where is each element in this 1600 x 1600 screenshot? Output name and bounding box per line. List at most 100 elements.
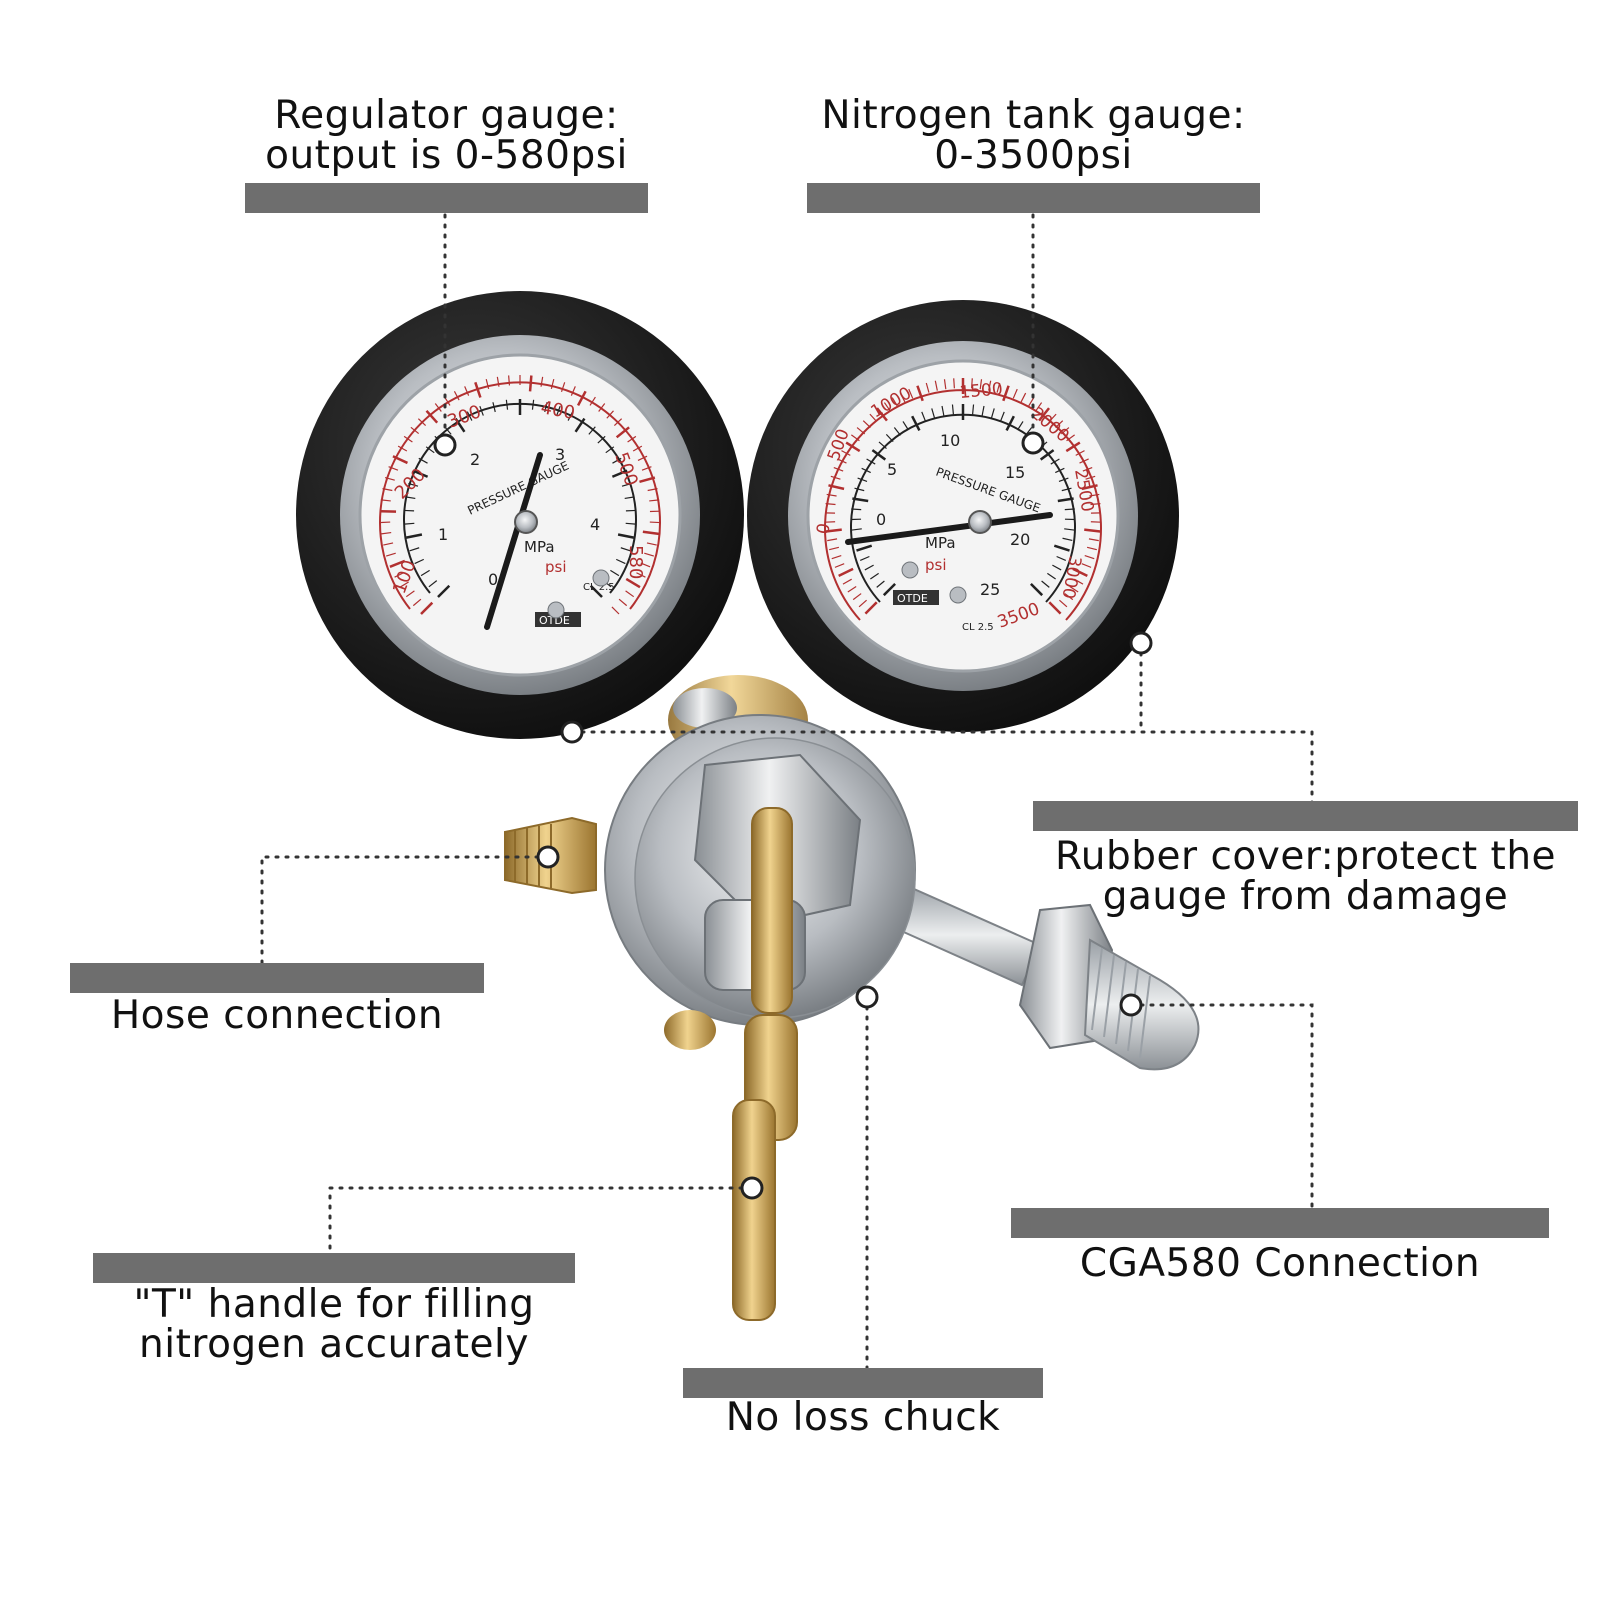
dial-tick [636,572,646,578]
callout-dot [536,845,560,869]
dial-tick [624,496,635,500]
callout-line: gauge from damage [1102,874,1509,919]
callout-line: Regulator gauge: [274,93,619,138]
dial-tick [598,403,606,412]
dial-tick [838,567,854,578]
dial-tick [878,441,887,449]
dial-tick [637,455,648,461]
dial-tick [1035,402,1043,412]
dial-tick [399,581,409,588]
dial-tick [934,380,938,391]
dial-tick [826,493,837,497]
dial-tick [649,521,660,524]
callout-bar-tank-gauge [807,183,1260,213]
dial-tick [1075,450,1085,456]
dial-tick [861,467,871,474]
mpa-tick-label: 1 [438,525,448,544]
mpa-tick-label: 25 [980,580,1000,599]
dial-tick [639,476,656,484]
dial-tick [885,433,894,443]
dial-tick [625,577,641,589]
dial-tick [1064,593,1074,601]
dial-tick [833,466,844,472]
dial-tick [845,441,861,453]
dial-tick [864,564,874,571]
mpa-tick-label: 3 [555,445,565,464]
dial-tick [382,488,393,492]
leader-lines [260,213,1314,1370]
mpa-tick-label: 0 [876,510,886,529]
dial-tick [852,497,869,503]
dial-tick [434,403,442,412]
callout-dot [433,433,457,457]
dial-tick [829,546,840,551]
dial-tick [979,379,983,390]
brass-nut [664,1010,716,1050]
mpa-tick-label: 0 [488,570,498,589]
callout-line: nitrogen accurately [139,1322,529,1367]
dial-tick [1062,537,1073,542]
dial-tick [647,488,658,492]
dial-tick [613,418,623,427]
dial-tick [866,458,876,465]
nitrogen-tank-gauge: 0 500 1000 1500 2000 2500 3000 3500 0 5 … [747,300,1179,732]
dial-tick [437,584,451,598]
dial-tick [1084,528,1101,533]
dial-tick [1005,415,1015,432]
unit-mpa: MPa [524,538,555,556]
dial-tick [589,584,603,598]
dial-tick [606,410,614,419]
dial-tick [464,386,470,396]
dial-tick [410,426,420,435]
dial-tick [383,542,394,546]
dial-tick [528,375,533,392]
callout-bar-cga580 [1011,1208,1549,1238]
brand-text: OTDE [897,592,928,605]
dial-tick [412,469,429,478]
dial-tick [1081,484,1098,491]
dial-tick [830,475,841,480]
dial-tick [972,404,975,415]
dial-tick [615,426,630,439]
dial-tick [827,538,838,542]
dial-tick [831,554,842,560]
dial-tick [1074,578,1084,585]
dial-tick [891,397,898,407]
dial-tick [405,533,423,539]
dial-tick [1020,392,1027,403]
dial-tick [1052,564,1062,571]
dial-tick [388,466,399,471]
dial-tick [852,593,862,601]
dial-tick [531,399,535,410]
unit-psi: psi [545,558,567,576]
dial-tick [384,476,395,481]
needle-right [845,512,1053,545]
callout-bar-no-loss-chuck [683,1368,1043,1398]
dial-tick [620,547,631,552]
dial-tick [916,385,924,402]
dial-tick [1048,601,1062,615]
dial-tick [899,392,906,403]
dial-tick [405,590,415,598]
dial-tick [616,558,626,565]
dial-tick [627,435,637,443]
callout-line: output is 0-580psi [265,133,628,178]
dial-tick [862,420,871,428]
dial-tick [617,533,635,539]
dial-tick [567,411,574,421]
dial-tick [605,446,615,454]
dial-tick [1055,467,1065,474]
dial-tick [1065,441,1081,453]
dial-tick [570,386,576,396]
dial-tick [428,580,438,588]
dial-tick [971,378,973,389]
dial-tick [990,408,995,419]
callout-bar-regulator-gauge [245,183,648,213]
dial-tick [589,396,596,406]
callout-line: "T" handle for filling [133,1282,535,1327]
dial-tick [453,391,460,401]
dial-tick [876,580,885,588]
dial-tick [420,569,430,577]
dial-tick [841,450,851,456]
